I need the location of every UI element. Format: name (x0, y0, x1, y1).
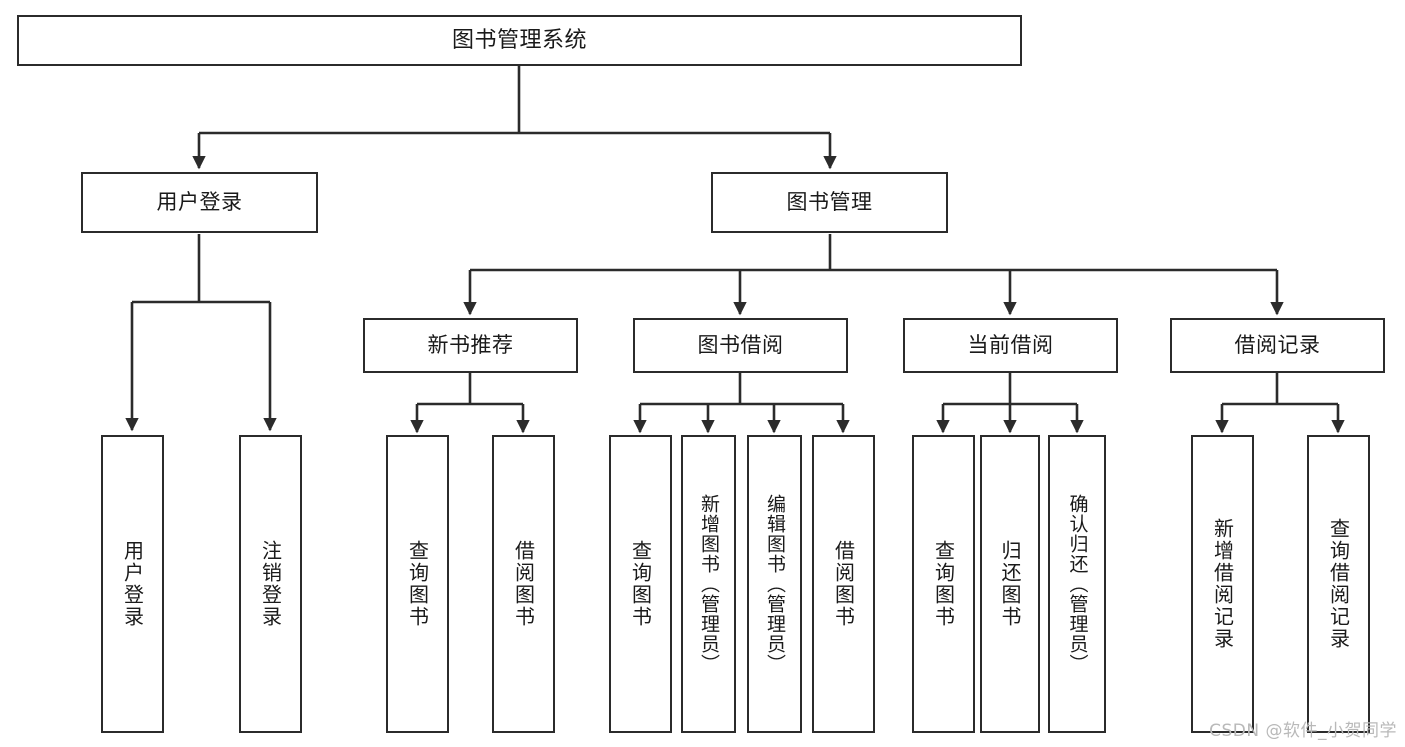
leaf-bb-query-book[interactable]: 查询图书 (609, 435, 672, 733)
leaf-bb-query-book-label: 查询图书 (628, 540, 653, 628)
leaf-br-query-record-label: 查询借阅记录 (1326, 518, 1351, 650)
leaf-br-add-record[interactable]: 新增借阅记录 (1191, 435, 1254, 733)
node-user-login-label: 用户登录 (156, 190, 243, 215)
leaf-bb-edit-book-label: 编辑图书（管理员） (764, 494, 786, 674)
node-root-system-label: 图书管理系统 (451, 27, 587, 53)
node-current-borrow-label: 当前借阅 (967, 333, 1054, 358)
leaf-cb-return-book-label: 归还图书 (998, 540, 1022, 628)
leaf-cb-return-book[interactable]: 归还图书 (980, 435, 1040, 733)
leaf-nb-borrow-book-label: 借阅图书 (511, 540, 536, 628)
leaf-br-add-record-label: 新增借阅记录 (1210, 518, 1235, 650)
leaf-nb-query-book-label: 查询图书 (405, 540, 430, 628)
node-borrow-record[interactable]: 借阅记录 (1170, 318, 1385, 373)
leaf-bb-borrow-book[interactable]: 借阅图书 (812, 435, 875, 733)
leaf-bb-borrow-book-label: 借阅图书 (831, 540, 856, 628)
leaf-nb-borrow-book[interactable]: 借阅图书 (492, 435, 555, 733)
node-book-manage-label: 图书管理 (786, 190, 873, 215)
leaf-cb-query-book-label: 查询图书 (931, 540, 956, 628)
node-borrow-record-label: 借阅记录 (1234, 333, 1321, 358)
leaf-br-query-record[interactable]: 查询借阅记录 (1307, 435, 1370, 733)
node-book-borrow[interactable]: 图书借阅 (633, 318, 848, 373)
leaf-user-login[interactable]: 用户登录 (101, 435, 164, 733)
node-book-borrow-label: 图书借阅 (697, 333, 784, 358)
node-root-system[interactable]: 图书管理系统 (17, 15, 1022, 66)
leaf-logout-label: 注销登录 (258, 540, 283, 628)
leaf-nb-query-book[interactable]: 查询图书 (386, 435, 449, 733)
node-book-manage[interactable]: 图书管理 (711, 172, 948, 233)
watermark-text: CSDN @软件_小贺同学 (1209, 721, 1397, 741)
leaf-logout[interactable]: 注销登录 (239, 435, 302, 733)
leaf-bb-add-book[interactable]: 新增图书（管理员） (681, 435, 736, 733)
leaf-bb-add-book-label: 新增图书（管理员） (698, 494, 720, 674)
node-new-book-recommend-label: 新书推荐 (427, 333, 514, 358)
node-new-book-recommend[interactable]: 新书推荐 (363, 318, 578, 373)
node-user-login[interactable]: 用户登录 (81, 172, 318, 233)
node-current-borrow[interactable]: 当前借阅 (903, 318, 1118, 373)
leaf-bb-edit-book[interactable]: 编辑图书（管理员） (747, 435, 802, 733)
leaf-cb-confirm-return[interactable]: 确认归还（管理员） (1048, 435, 1106, 733)
leaf-user-login-label: 用户登录 (120, 540, 145, 628)
leaf-cb-confirm-return-label: 确认归还（管理员） (1066, 494, 1089, 674)
leaf-cb-query-book[interactable]: 查询图书 (912, 435, 975, 733)
